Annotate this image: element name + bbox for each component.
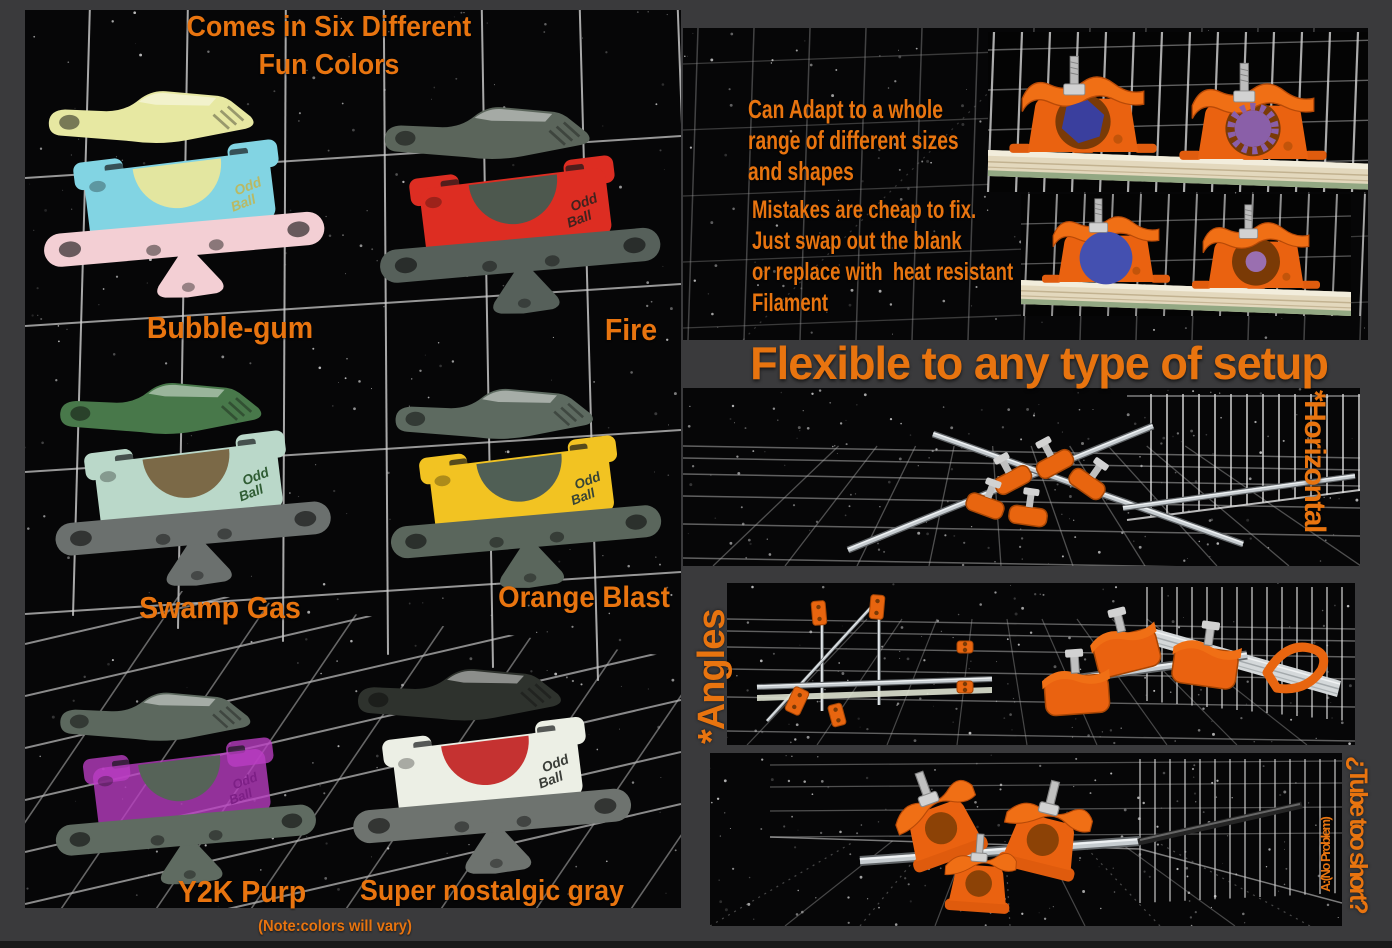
product-render-fire: Odd Ball	[366, 100, 666, 322]
adapt-caption2-line3: or replace with heat resistant	[752, 258, 1014, 286]
horizontal-photo	[683, 388, 1360, 566]
adapt-caption1-line1: Can Adapt to a whole	[748, 94, 943, 124]
clamp-body: Odd Ball	[419, 435, 618, 533]
product-illustration: Odd Ball	[55, 692, 316, 885]
adapt-panel	[683, 28, 1368, 340]
product-render-orange-blast: Odd Ball	[368, 382, 676, 596]
clamp-base	[353, 788, 632, 874]
angles-photo	[727, 583, 1355, 745]
product-render-super-nostalgic-gray: Odd Ball	[332, 662, 644, 882]
tube-joiner-clamp	[997, 779, 1094, 882]
angle-bracket	[956, 640, 974, 654]
clamp-handle	[358, 669, 561, 721]
product-label-orange-blast: Orange Blast	[498, 581, 670, 614]
clamp-base	[55, 804, 316, 885]
clamp-base	[44, 211, 325, 298]
product-label-swamp-gas: Swamp Gas	[139, 590, 301, 625]
clamp-handle	[60, 692, 251, 741]
flexible-headline: Flexible to any type of setup	[750, 337, 1329, 389]
photo-adapt-row2	[1020, 193, 1366, 317]
tube-clamp	[1090, 606, 1162, 678]
clamp-base	[55, 501, 331, 586]
clamp-base	[390, 505, 662, 588]
colors-title-line2: Fun Colors	[258, 49, 400, 81]
tube-photo	[710, 754, 1342, 926]
clamp-handle-loop	[1262, 642, 1329, 694]
tube-short-label: ¿Tube too short?	[1344, 756, 1372, 912]
adapt-caption1-line2: range of different sizes	[748, 125, 959, 155]
angle-bracket	[810, 600, 828, 626]
angles-label: *Angles	[691, 609, 733, 744]
clamp-handle	[48, 91, 254, 143]
product-render-swamp-gas: Odd Ball	[40, 376, 338, 594]
product-label-super-nostalgic-gray: Super nostalgic gray	[360, 875, 624, 907]
adapt-caption2-line1: Mistakes are cheap to fix.	[752, 196, 977, 224]
product-illustration: Odd Ball	[353, 669, 632, 874]
clamp-handle	[60, 383, 262, 434]
clamp-handle	[395, 388, 593, 439]
photo-adapt-row1	[986, 31, 1368, 193]
product-label-bubble-gum: Bubble-gum	[146, 310, 314, 345]
colors-note: (Note:colors will vary)	[258, 918, 412, 935]
angle-bracket	[827, 702, 847, 728]
colors-title-line1: Comes in Six Different	[186, 11, 472, 43]
angles-panel	[727, 583, 1355, 745]
demo-clamp-circle-purple-small	[1192, 204, 1320, 289]
horizontal-panel	[683, 388, 1360, 566]
product-illustration: Odd Ball	[44, 91, 325, 298]
tube-panel	[710, 753, 1342, 926]
horizontal-label: *Horizontal	[1298, 390, 1331, 532]
rod-clamp	[1008, 487, 1048, 528]
demo-clamp-circle-blue-large	[1042, 198, 1170, 285]
angle-bracket	[868, 594, 886, 620]
tube-clamp	[1041, 648, 1111, 717]
demo-clamp-gear-purple	[1179, 62, 1327, 160]
product-illustration: Odd Ball	[390, 388, 662, 588]
rod-clamp	[1035, 436, 1075, 480]
adapt-caption2-line2: Just swap out the blank	[752, 227, 962, 255]
clamp-body: Odd Ball	[73, 139, 279, 241]
rod-clamp	[993, 452, 1033, 496]
product-label-fire: Fire	[604, 312, 658, 347]
tube-answer-label: A:(No Problem)	[1318, 817, 1333, 892]
adapt-caption2-line4: Filament	[752, 289, 829, 317]
clamp-body: Odd Ball	[382, 716, 586, 817]
product-illustration: Odd Ball	[55, 383, 331, 586]
clamp-body: Odd Ball	[82, 737, 274, 831]
tube-clamp	[1171, 620, 1243, 690]
demo-clamp-hex-blue	[1009, 55, 1157, 153]
rod-clamp	[1068, 457, 1109, 501]
product-render-y2k-purp: Odd Ball	[38, 686, 326, 892]
clamp-base	[380, 227, 661, 314]
product-label-y2k-purp: Y2K Purp	[177, 874, 307, 909]
product-illustration: Odd Ball	[380, 107, 661, 314]
tube-joiner-clamp	[895, 770, 988, 873]
clamp-body: Odd Ball	[409, 155, 615, 257]
bottom-strip	[0, 941, 1392, 948]
product-render-bubble-gum: Odd Ball	[30, 84, 330, 306]
rod-clamp	[965, 477, 1005, 520]
adapt-caption1-line3: and shapes	[748, 156, 854, 186]
clamp-body: Odd Ball	[84, 430, 286, 530]
adapt-illustration	[683, 28, 1368, 340]
clamp-handle	[384, 107, 590, 159]
angle-bracket	[784, 686, 810, 716]
angle-bracket	[956, 680, 974, 694]
tube-joiner-clamp	[944, 833, 1017, 914]
